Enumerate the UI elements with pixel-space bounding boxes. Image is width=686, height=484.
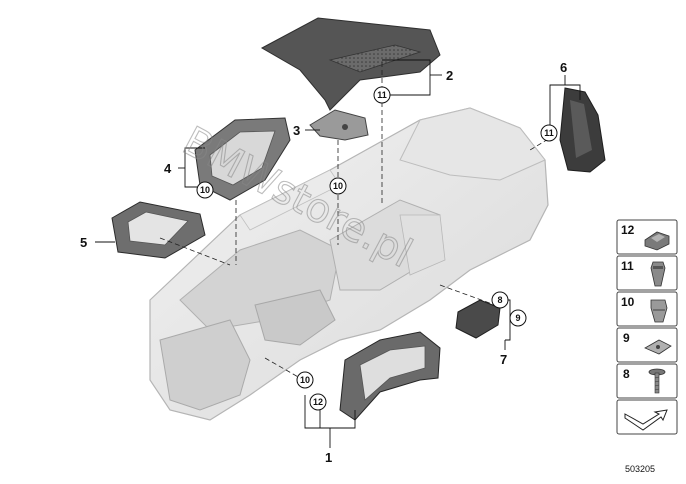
bubble-9: 9 <box>515 313 520 323</box>
speaker-cover-part <box>260 17 441 111</box>
callout-2: 2 <box>446 68 453 83</box>
legend-number-8: 8 <box>623 367 630 381</box>
screw-icon <box>648 368 666 394</box>
legend-row-11: 11 <box>616 255 678 291</box>
trim-frame-part <box>111 201 206 259</box>
plastic-clip-icon <box>644 231 670 251</box>
arrow-icon <box>624 409 668 431</box>
legend-row-9: 9 <box>616 327 678 363</box>
leader-lines <box>95 59 581 448</box>
bubble-10-left: 10 <box>200 185 210 195</box>
bubble-10-bottom: 10 <box>300 375 310 385</box>
module-part <box>455 299 501 339</box>
bubble-11-right: 11 <box>544 128 554 138</box>
callout-7: 7 <box>500 352 507 367</box>
bubble-12: 12 <box>313 397 323 407</box>
legend-number-9: 9 <box>623 331 630 345</box>
callout-5: 5 <box>80 235 87 250</box>
bubble-labels <box>196 86 558 411</box>
callout-4: 4 <box>164 161 172 176</box>
speed-nut-icon <box>644 339 672 355</box>
legend-number-12: 12 <box>621 223 635 237</box>
parts-legend: 12 11 10 9 <box>616 219 678 435</box>
legend-number-11: 11 <box>621 259 634 273</box>
legend-row-8: 8 <box>616 363 678 399</box>
callout-1: 1 <box>325 450 332 465</box>
legend-row-arrow <box>616 399 678 435</box>
callout-labels: 1 2 3 4 5 6 7 <box>80 60 567 465</box>
bracket-part <box>309 109 369 141</box>
dashed-reference-lines <box>159 62 556 379</box>
bubble-10-center: 10 <box>333 181 343 191</box>
legend-row-12: 12 <box>616 219 678 255</box>
legend-row-10: 10 <box>616 291 678 327</box>
instrument-trim-part <box>339 331 441 421</box>
callout-6: 6 <box>560 60 567 75</box>
bubble-8: 8 <box>497 295 502 305</box>
legend-number-10: 10 <box>621 295 635 309</box>
clip-nut-icon <box>650 299 668 323</box>
bubble-11-top: 11 <box>377 90 387 100</box>
side-cover-part <box>559 87 606 173</box>
expanding-clip-icon <box>650 261 666 287</box>
dashboard-carrier <box>149 107 549 421</box>
reference-number: 503205 <box>625 464 655 474</box>
callout-3: 3 <box>293 123 300 138</box>
bubble-numbers: 11 11 10 10 8 9 10 12 <box>200 90 554 407</box>
